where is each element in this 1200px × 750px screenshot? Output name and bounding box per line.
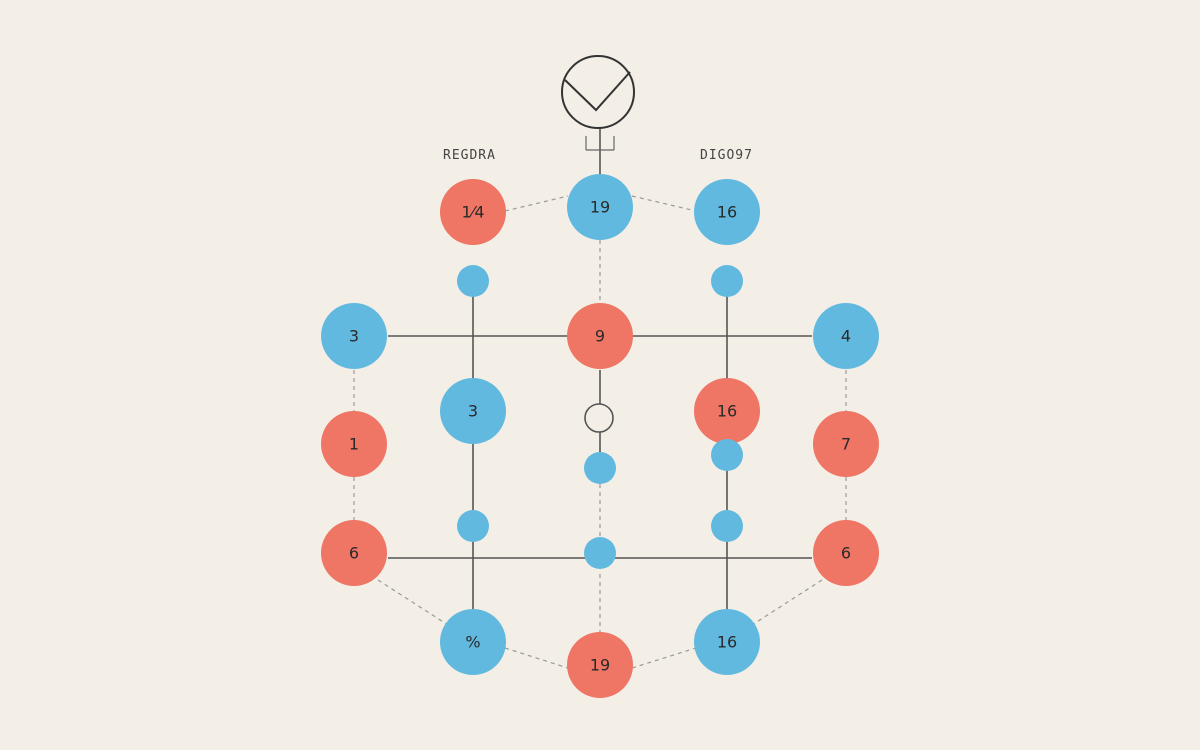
small-dot-d3	[584, 452, 616, 484]
small-dot-d6	[711, 510, 743, 542]
open-circle-icon	[584, 403, 614, 433]
node-circle	[711, 439, 743, 471]
node-label: 6	[349, 544, 359, 563]
dashed-connector	[504, 195, 569, 212]
node-n5: 9	[567, 303, 633, 369]
node-label: 16	[717, 402, 737, 421]
header-left-label: REGDRA	[443, 148, 496, 163]
node-n11: 6	[321, 520, 387, 586]
node-label: 3	[468, 402, 478, 421]
node-circle	[321, 303, 387, 369]
node-circle	[694, 179, 760, 245]
node-n8: 16	[694, 378, 760, 444]
node-label: 9	[595, 327, 605, 346]
node-label: 3	[349, 327, 359, 346]
node-n13: %	[440, 609, 506, 675]
node-label: 16	[717, 633, 737, 652]
node-label: 19	[590, 656, 610, 675]
small-dot-d5	[457, 510, 489, 542]
node-circle	[567, 174, 633, 240]
node-label: 19	[590, 198, 610, 217]
node-n7: 3	[440, 378, 506, 444]
dashed-connectors	[353, 195, 847, 669]
node-n10: 7	[813, 411, 879, 477]
node-circle	[457, 265, 489, 297]
dashed-connector	[631, 195, 697, 212]
dashed-connector	[631, 647, 697, 669]
node-circle	[440, 378, 506, 444]
check-circle-icon	[561, 55, 635, 129]
stem-marker-icon	[585, 136, 615, 151]
node-label: 7	[841, 435, 851, 454]
node-circle	[440, 609, 506, 675]
node-circle	[440, 179, 506, 245]
node-circle	[457, 510, 489, 542]
node-n12: 6	[813, 520, 879, 586]
node-circle	[584, 452, 616, 484]
node-n9: 1	[321, 411, 387, 477]
node-circle	[694, 609, 760, 675]
node-label: 16	[717, 203, 737, 222]
dashed-connector	[504, 647, 569, 669]
node-label: 6	[841, 544, 851, 563]
nodes-layer: 1⁄4 19 16 3 9 4 3 16 1 7 6 6% 19 16	[321, 174, 879, 698]
small-dot-d4	[711, 439, 743, 471]
node-circle	[694, 378, 760, 444]
node-n2: 19	[567, 174, 633, 240]
node-circle	[321, 520, 387, 586]
node-circle	[711, 265, 743, 297]
node-n3: 16	[694, 179, 760, 245]
node-circle	[813, 303, 879, 369]
node-label: 1	[349, 435, 359, 454]
dashed-connector	[751, 579, 823, 626]
node-circle	[321, 411, 387, 477]
small-dot-d2	[711, 265, 743, 297]
node-circle	[584, 537, 616, 569]
header-right-label: DIGO97	[700, 148, 753, 163]
small-dot-d1	[457, 265, 489, 297]
node-n1: 1⁄4	[440, 179, 506, 245]
node-circle	[813, 520, 879, 586]
node-n15: 16	[694, 609, 760, 675]
node-label: 1⁄4	[461, 203, 484, 222]
node-circle	[813, 411, 879, 477]
node-n6: 4	[813, 303, 879, 369]
node-circle	[711, 510, 743, 542]
node-n4: 3	[321, 303, 387, 369]
node-label: %	[465, 633, 480, 652]
dashed-connector	[377, 579, 449, 626]
small-dot-d7	[584, 537, 616, 569]
node-circle	[567, 632, 633, 698]
node-label: 4	[841, 327, 851, 346]
node-n14: 19	[567, 632, 633, 698]
node-circle	[567, 303, 633, 369]
